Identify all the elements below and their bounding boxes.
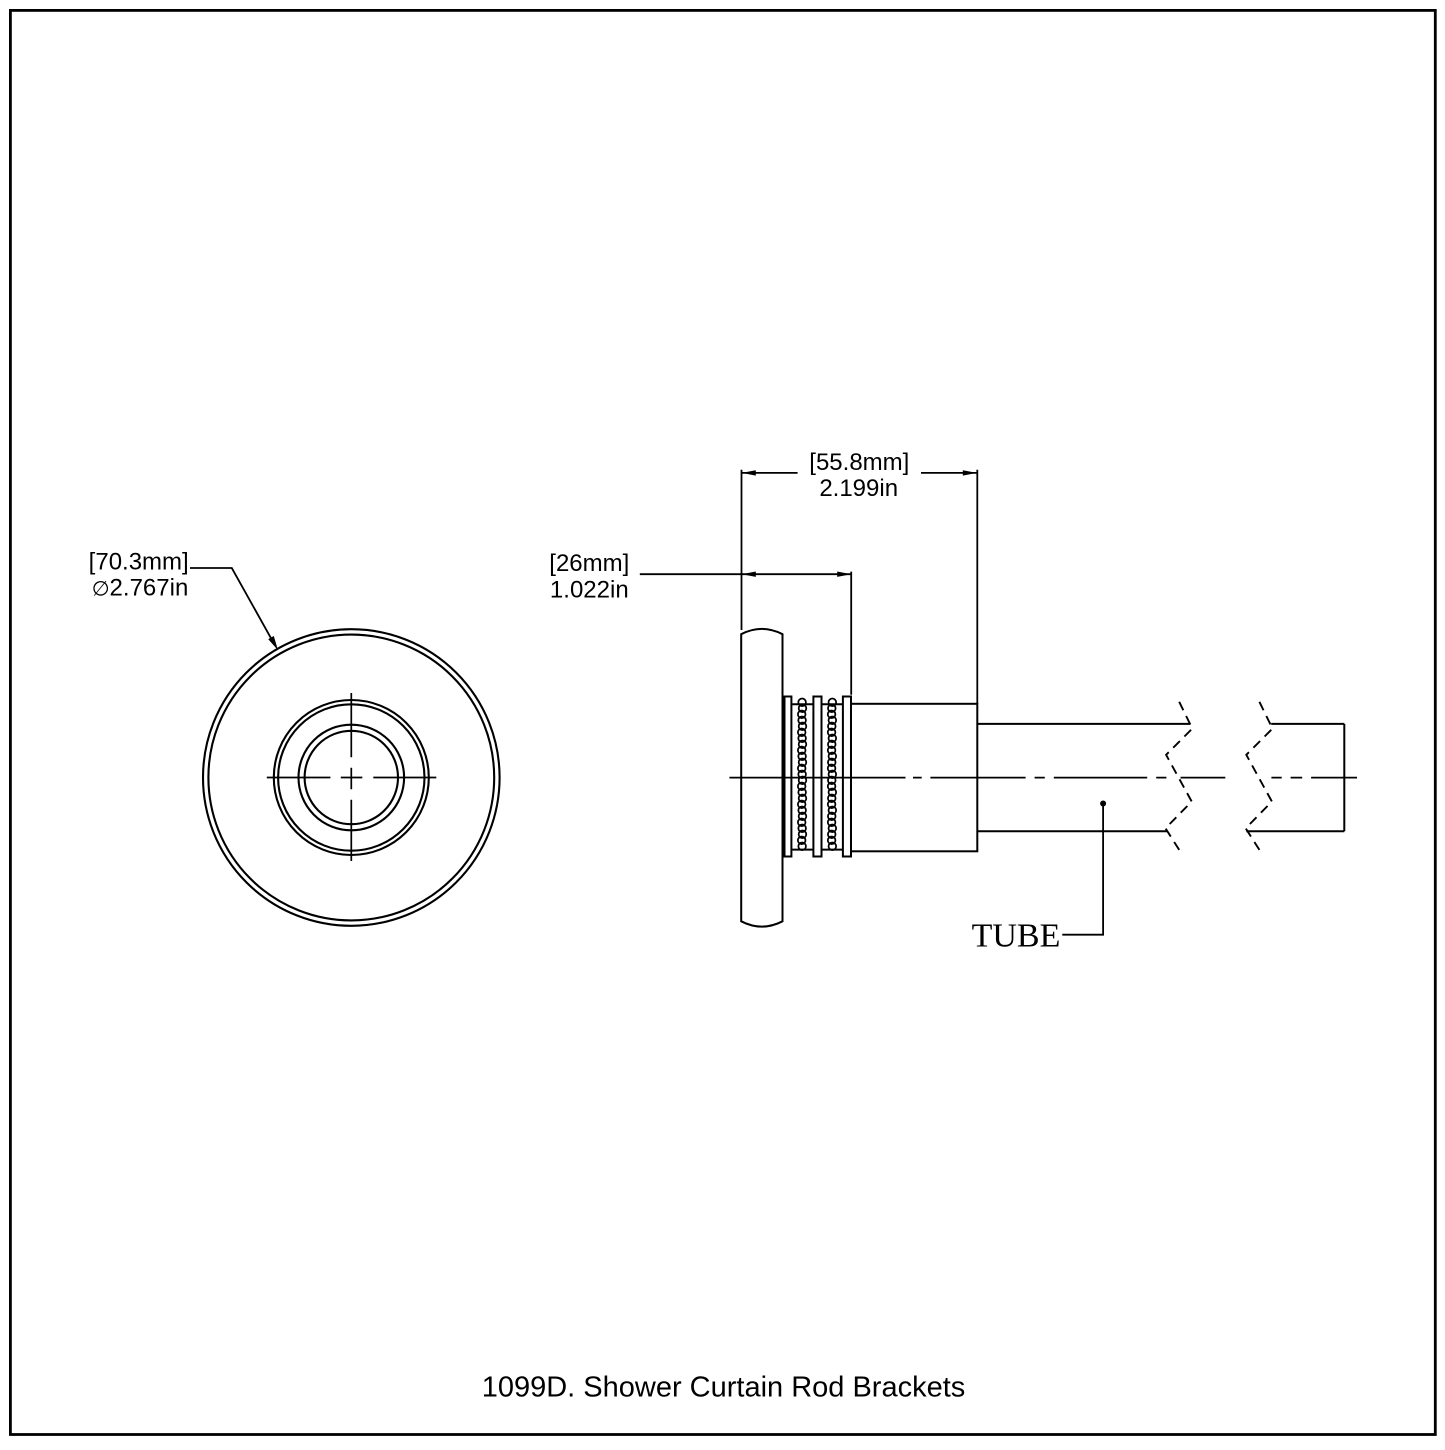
svg-text:[55.8mm]: [55.8mm] — [809, 449, 909, 476]
svg-text:2.199in: 2.199in — [819, 475, 898, 502]
svg-text:1.022in: 1.022in — [550, 577, 629, 604]
svg-text:TUBE: TUBE — [972, 918, 1061, 955]
svg-text:1099D. Shower Curtain Rod Brac: 1099D. Shower Curtain Rod Brackets — [482, 1372, 966, 1404]
svg-text:[26mm]: [26mm] — [549, 550, 629, 577]
svg-text:∅2.767in: ∅2.767in — [92, 575, 189, 602]
svg-text:[70.3mm]: [70.3mm] — [89, 548, 189, 575]
